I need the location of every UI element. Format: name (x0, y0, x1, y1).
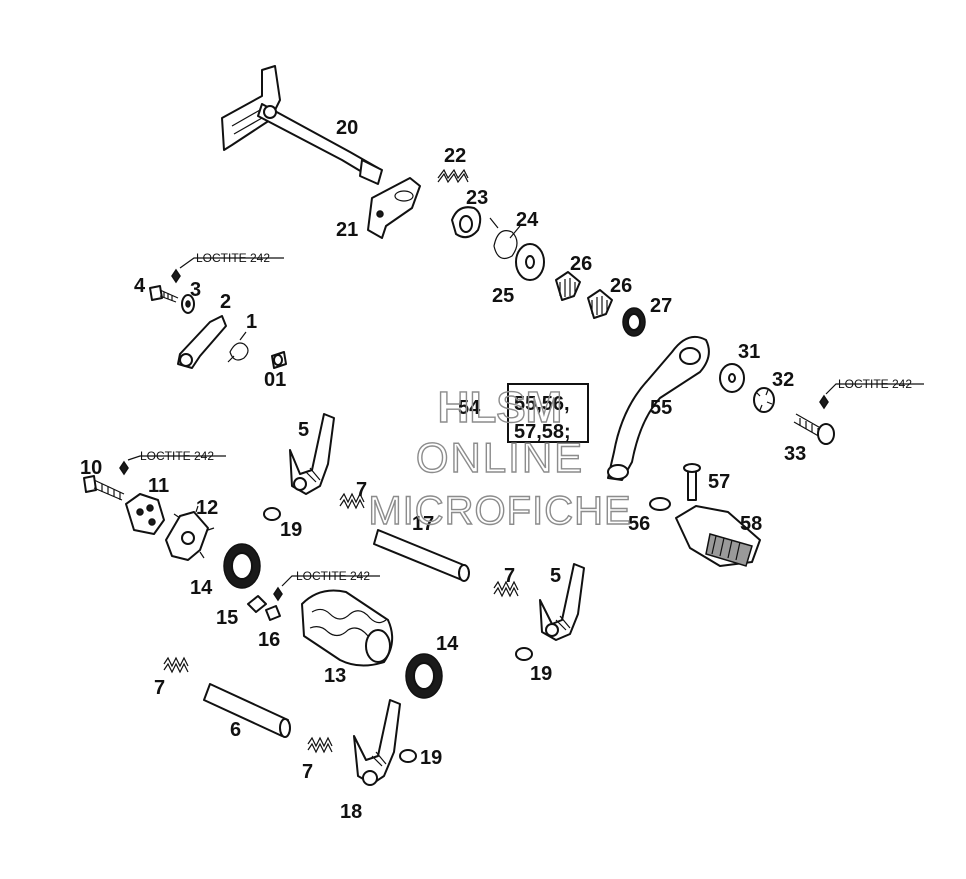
watermark-line-2: ONLINE (416, 434, 584, 481)
bushing-part-01 (271, 351, 287, 369)
callout-13: 13 (324, 665, 346, 687)
loctite-label-1: LOCTITE 242 (196, 251, 270, 265)
fork-shaft-part-6 (203, 683, 291, 738)
callout-26b: 26 (610, 275, 632, 297)
footrest-tip-part-58 (675, 505, 761, 567)
boxed-note-54: 54 55,56, 57,58; (458, 383, 589, 443)
callout-7-c: 7 (154, 677, 165, 699)
callout-25: 25 (492, 285, 514, 307)
callout-26a: 26 (570, 253, 592, 275)
callout-01: 01 (264, 369, 286, 391)
torsion-spring-part-24 (489, 217, 521, 259)
callout-55: 55 (650, 397, 672, 419)
boxed-note-line-1: 55,56, (514, 393, 570, 415)
bolt-part-33 (793, 394, 835, 445)
spring-part-7c (163, 656, 189, 674)
loctite-leader-3 (281, 575, 380, 587)
washer-part-31 (719, 363, 745, 393)
callout-14-b: 14 (436, 633, 459, 655)
callout-7-d: 7 (302, 761, 313, 783)
callout-7-b: 7 (504, 565, 515, 587)
screw-part-16 (265, 586, 283, 621)
spring-part-7b (493, 580, 519, 598)
shift-drum-part-13 (301, 589, 394, 667)
needle-bearing-part-26a (555, 271, 581, 301)
loctite-leader-1 (179, 257, 284, 269)
callout-19-c: 19 (420, 747, 442, 769)
callout-17: 17 (412, 513, 434, 535)
spring-part-7d (307, 736, 333, 754)
callout-11: 11 (148, 475, 169, 497)
pin-part-15 (247, 595, 267, 613)
spring-part-7a (339, 492, 365, 510)
callout-18: 18 (340, 801, 362, 823)
callout-32: 32 (772, 369, 794, 391)
roller-part-19a (263, 507, 281, 521)
callout-23: 23 (466, 187, 488, 209)
boxed-note-line-2: 57,58; (514, 421, 571, 443)
fork-shaft-part-17 (373, 529, 470, 582)
loctite-label-3: LOCTITE 242 (296, 569, 370, 583)
shift-shaft-part-20 (221, 65, 383, 185)
ratchet-lever-part-2 (177, 315, 227, 369)
shift-drum-star-part-11 (125, 493, 165, 535)
callout-15: 15 (216, 607, 238, 629)
callout-24: 24 (516, 209, 539, 231)
callout-31: 31 (738, 341, 760, 363)
callout-20: 20 (336, 117, 358, 139)
roller-part-19c (399, 749, 417, 763)
watermark-line-1: HLSM (438, 383, 563, 432)
watermark-line-3: MICROFICHE (368, 489, 631, 533)
callout-5-upper: 5 (298, 419, 309, 441)
callout-3: 3 (190, 279, 201, 301)
lock-washer-part-32 (753, 387, 775, 413)
roller-part-19b (515, 647, 533, 661)
callout-14-a: 14 (190, 577, 213, 599)
spring-part-1 (227, 331, 249, 363)
callout-27: 27 (650, 295, 672, 317)
callout-16: 16 (258, 629, 280, 651)
callout-58: 58 (740, 513, 762, 535)
callout-19-a: 19 (280, 519, 302, 541)
callout-56: 56 (628, 513, 650, 535)
washer-part-3 (181, 294, 195, 314)
loctite-label-2: LOCTITE 242 (140, 449, 214, 463)
clip-part-23 (451, 206, 482, 239)
seal-ring-part-27 (622, 307, 646, 337)
callout-12: 12 (196, 497, 218, 519)
callout-10: 10 (80, 457, 102, 479)
spring-part-22 (437, 168, 469, 184)
loctite-leader-4 (825, 383, 924, 395)
callout-19-b: 19 (530, 663, 552, 685)
callout-54: 54 (458, 397, 481, 419)
callout-57: 57 (708, 471, 730, 493)
detent-cam-part-12 (165, 505, 215, 561)
callout-1: 1 (246, 311, 257, 333)
loctite-label-4: LOCTITE 242 (838, 377, 912, 391)
callout-4: 4 (134, 275, 146, 297)
bearing-part-14b (405, 653, 443, 699)
callout-7-a: 7 (356, 479, 367, 501)
shift-lever-plate-part-21 (367, 177, 421, 239)
needle-bearing-part-26b (587, 289, 613, 319)
shift-pedal-part-55 (607, 336, 710, 481)
shift-fork-part-5-lower (539, 563, 585, 641)
callout-22: 22 (444, 145, 466, 167)
shift-fork-part-5-upper (289, 413, 335, 495)
loctite-leader-2 (127, 455, 226, 461)
bolt-part-4 (149, 268, 181, 303)
washer-part-25 (515, 243, 545, 281)
bolt-part-10 (83, 460, 129, 501)
shift-fork-part-18 (353, 699, 401, 786)
watermark: HLSM ONLINE MICROFICHE (368, 382, 632, 533)
callout-21: 21 (336, 219, 358, 241)
pin-part-57 (683, 463, 701, 501)
callout-33: 33 (784, 443, 806, 465)
callout-6: 6 (230, 719, 241, 741)
callout-5-lower: 5 (550, 565, 561, 587)
clip-part-56 (649, 497, 671, 511)
callout-2: 2 (220, 291, 231, 313)
bearing-part-14a (223, 543, 261, 589)
